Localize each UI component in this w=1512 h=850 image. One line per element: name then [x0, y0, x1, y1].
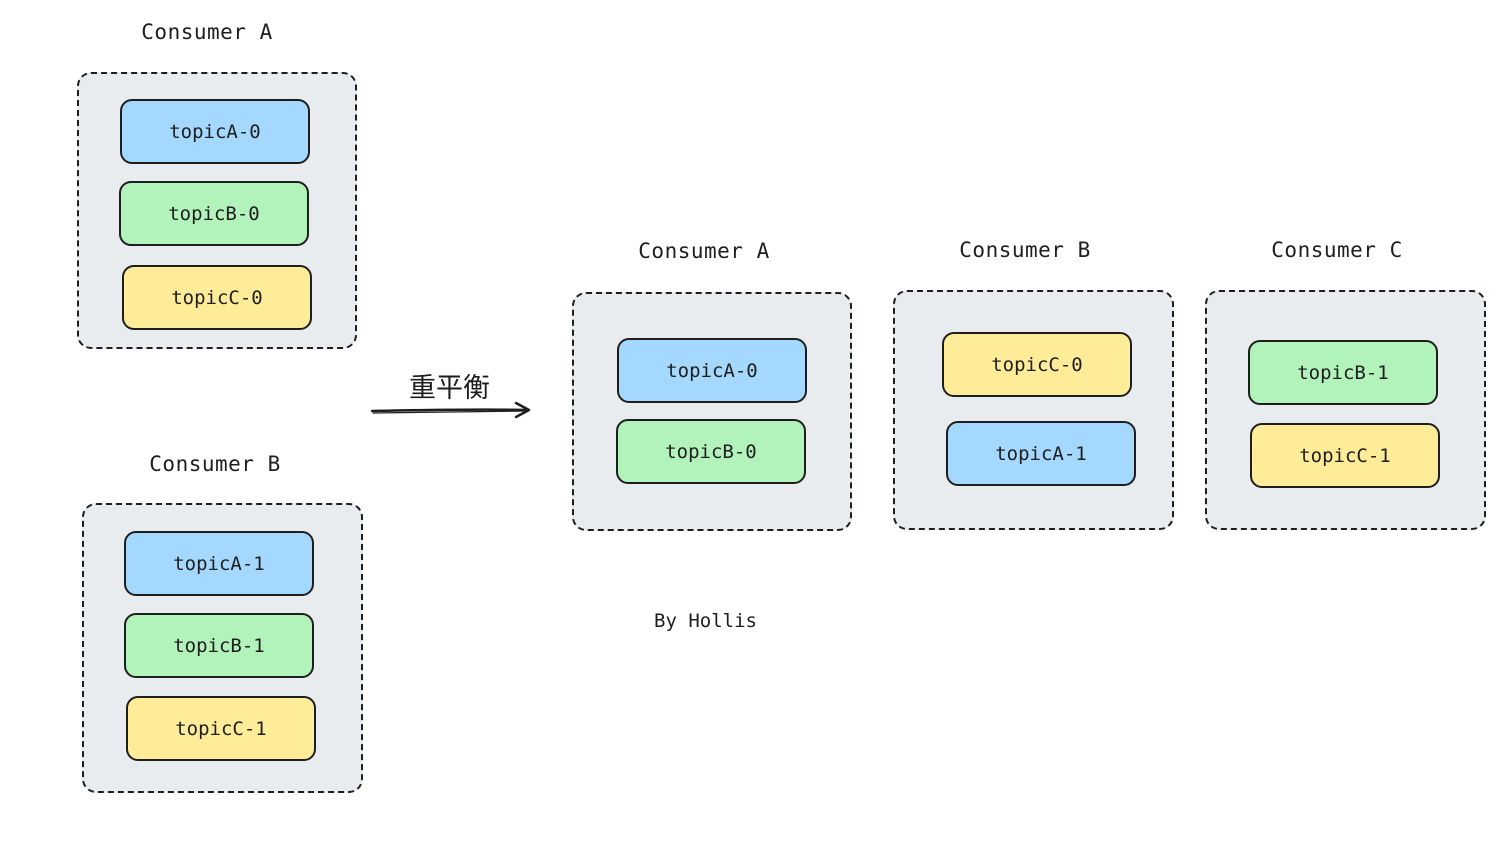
- topic-box: topicB-0: [119, 181, 309, 246]
- topic-box: topicA-0: [120, 99, 310, 164]
- rebalance-arrow-icon: [370, 401, 531, 419]
- topic-box: topicB-1: [1248, 340, 1438, 405]
- before-consumer-a-group: topicA-0 topicB-0 topicC-0: [77, 72, 357, 349]
- topic-box: topicA-0: [617, 338, 807, 403]
- rebalance-label: 重平衡: [409, 373, 490, 404]
- after-consumer-c-group: topicB-1 topicC-1: [1205, 290, 1486, 530]
- after-consumer-a-title: Consumer A: [638, 239, 770, 263]
- before-consumer-b-group: topicA-1 topicB-1 topicC-1: [82, 503, 363, 793]
- topic-box: topicB-0: [616, 419, 806, 484]
- after-consumer-c-title: Consumer C: [1271, 238, 1403, 262]
- author-credit: By Hollis: [654, 610, 757, 632]
- topic-box: topicC-1: [126, 696, 316, 761]
- topic-box: topicC-0: [122, 265, 312, 330]
- topic-box: topicB-1: [124, 613, 314, 678]
- topic-box: topicA-1: [946, 421, 1136, 486]
- before-consumer-a-title: Consumer A: [141, 20, 273, 44]
- before-consumer-b-title: Consumer B: [149, 452, 281, 476]
- topic-box: topicA-1: [124, 531, 314, 596]
- topic-box: topicC-0: [942, 332, 1132, 397]
- after-consumer-a-group: topicA-0 topicB-0: [572, 292, 852, 531]
- topic-box: topicC-1: [1250, 423, 1440, 488]
- after-consumer-b-group: topicC-0 topicA-1: [893, 290, 1174, 530]
- after-consumer-b-title: Consumer B: [959, 238, 1091, 262]
